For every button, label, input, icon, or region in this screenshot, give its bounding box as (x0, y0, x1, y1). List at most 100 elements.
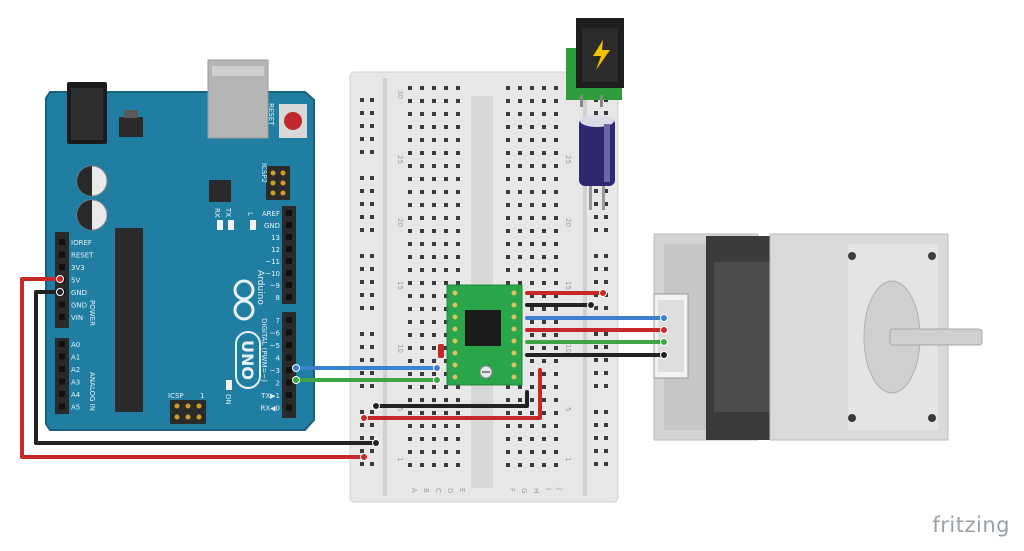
motor-stator-inner (714, 262, 776, 412)
icsp2-pin (280, 190, 286, 196)
breadboard-column-letter: H (532, 488, 540, 493)
digital-pin-label: ~9 (270, 282, 280, 290)
power-pin-label: VIN (71, 314, 83, 322)
breadboard-rail-hole (604, 306, 608, 310)
breadboard-hole (506, 268, 510, 272)
arduino-usb-port-top (212, 66, 264, 76)
wire-endpoint (292, 364, 300, 372)
breadboard-rail-hole (594, 306, 598, 310)
breadboard-hole (456, 450, 460, 454)
breadboard-column-letter: B (422, 488, 430, 493)
breadboard-hole (518, 112, 522, 116)
breadboard-hole (554, 268, 558, 272)
breadboard-rail-hole (594, 215, 598, 219)
digital-pin-label: ~10 (265, 270, 280, 278)
breadboard-hole (456, 268, 460, 272)
breadboard-hole (518, 125, 522, 129)
breadboard-hole (530, 177, 534, 181)
analog-pin-hole (59, 378, 65, 385)
breadboard-hole (518, 424, 522, 428)
driver-pin (511, 290, 517, 296)
breadboard-rail-hole (370, 202, 374, 206)
driver-pin (511, 326, 517, 332)
breadboard-hole (506, 424, 510, 428)
breadboard-hole (518, 203, 522, 207)
breadboard-hole (542, 99, 546, 103)
breadboard-hole (542, 190, 546, 194)
breadboard-rail-hole (360, 332, 364, 336)
breadboard-hole (408, 255, 412, 259)
breadboard-hole (542, 255, 546, 259)
breadboard-hole (554, 424, 558, 428)
breadboard-row-number: 5 (396, 407, 404, 411)
breadboard-hole (432, 151, 436, 155)
breadboard-hole (554, 151, 558, 155)
breadboard-hole (554, 307, 558, 311)
breadboard-hole (432, 99, 436, 103)
breadboard-hole (542, 125, 546, 129)
arduino-usb-chip (209, 180, 231, 202)
breadboard-hole (554, 203, 558, 207)
breadboard-rail-hole (604, 215, 608, 219)
breadboard-rail-hole (360, 189, 364, 193)
breadboard-hole (420, 229, 424, 233)
breadboard-hole (542, 268, 546, 272)
breadboard-row-number: 1 (396, 457, 404, 461)
breadboard-hole (456, 177, 460, 181)
icsp2-header (266, 166, 290, 200)
breadboard-hole (530, 164, 534, 168)
breadboard-hole (506, 437, 510, 441)
icsp2-label: ICSP2 (260, 163, 268, 183)
breadboard-hole (554, 450, 558, 454)
breadboard-hole (444, 242, 448, 246)
breadboard-rail-hole (370, 254, 374, 258)
breadboard-rail-hole (594, 280, 598, 284)
breadboard-rail-hole (594, 345, 598, 349)
breadboard-hole (432, 216, 436, 220)
breadboard-hole (408, 372, 412, 376)
digital-pin-hole (286, 317, 292, 323)
breadboard-rail-hole (360, 306, 364, 310)
icsp-label: ICSP (168, 392, 184, 400)
breadboard-hole (432, 424, 436, 428)
breadboard-hole (420, 307, 424, 311)
breadboard-hole (408, 320, 412, 324)
breadboard-column-letter: A (410, 488, 418, 493)
icsp-pin (174, 414, 180, 420)
analog-pin-label: A5 (71, 404, 80, 412)
breadboard-hole (518, 411, 522, 415)
icsp-pin (174, 403, 180, 409)
breadboard-hole (554, 359, 558, 363)
analog-header (55, 338, 69, 414)
breadboard-hole (432, 398, 436, 402)
breadboard-hole (506, 125, 510, 129)
breadboard-hole (456, 385, 460, 389)
breadboard-hole (420, 398, 424, 402)
breadboard-hole (408, 424, 412, 428)
breadboard-hole (554, 177, 558, 181)
breadboard-rail-hole (370, 423, 374, 427)
wire-endpoint (360, 453, 368, 461)
breadboard-hole (456, 216, 460, 220)
breadboard-hole (432, 450, 436, 454)
icsp2-pin (270, 190, 276, 196)
breadboard-hole (432, 411, 436, 415)
wire-endpoint (433, 364, 441, 372)
power-label: POWER (88, 300, 96, 326)
breadboard-rail-hole (370, 293, 374, 297)
analog-label: ANALOG IN (88, 372, 96, 411)
breadboard-hole (530, 294, 534, 298)
breadboard-hole (456, 398, 460, 402)
breadboard-hole (554, 216, 558, 220)
breadboard-rail-hole (594, 423, 598, 427)
arduino-logo-left-loop (233, 279, 255, 301)
breadboard-rail-hole (604, 267, 608, 271)
breadboard-hole (530, 138, 534, 142)
l-led (250, 220, 256, 230)
analog-pin-hole (59, 341, 65, 347)
digital-pin-label: ~5 (270, 342, 280, 350)
breadboard-hole (530, 307, 534, 311)
wire-endpoint (360, 414, 368, 422)
breadboard-hole (432, 320, 436, 324)
breadboard-hole (530, 190, 534, 194)
